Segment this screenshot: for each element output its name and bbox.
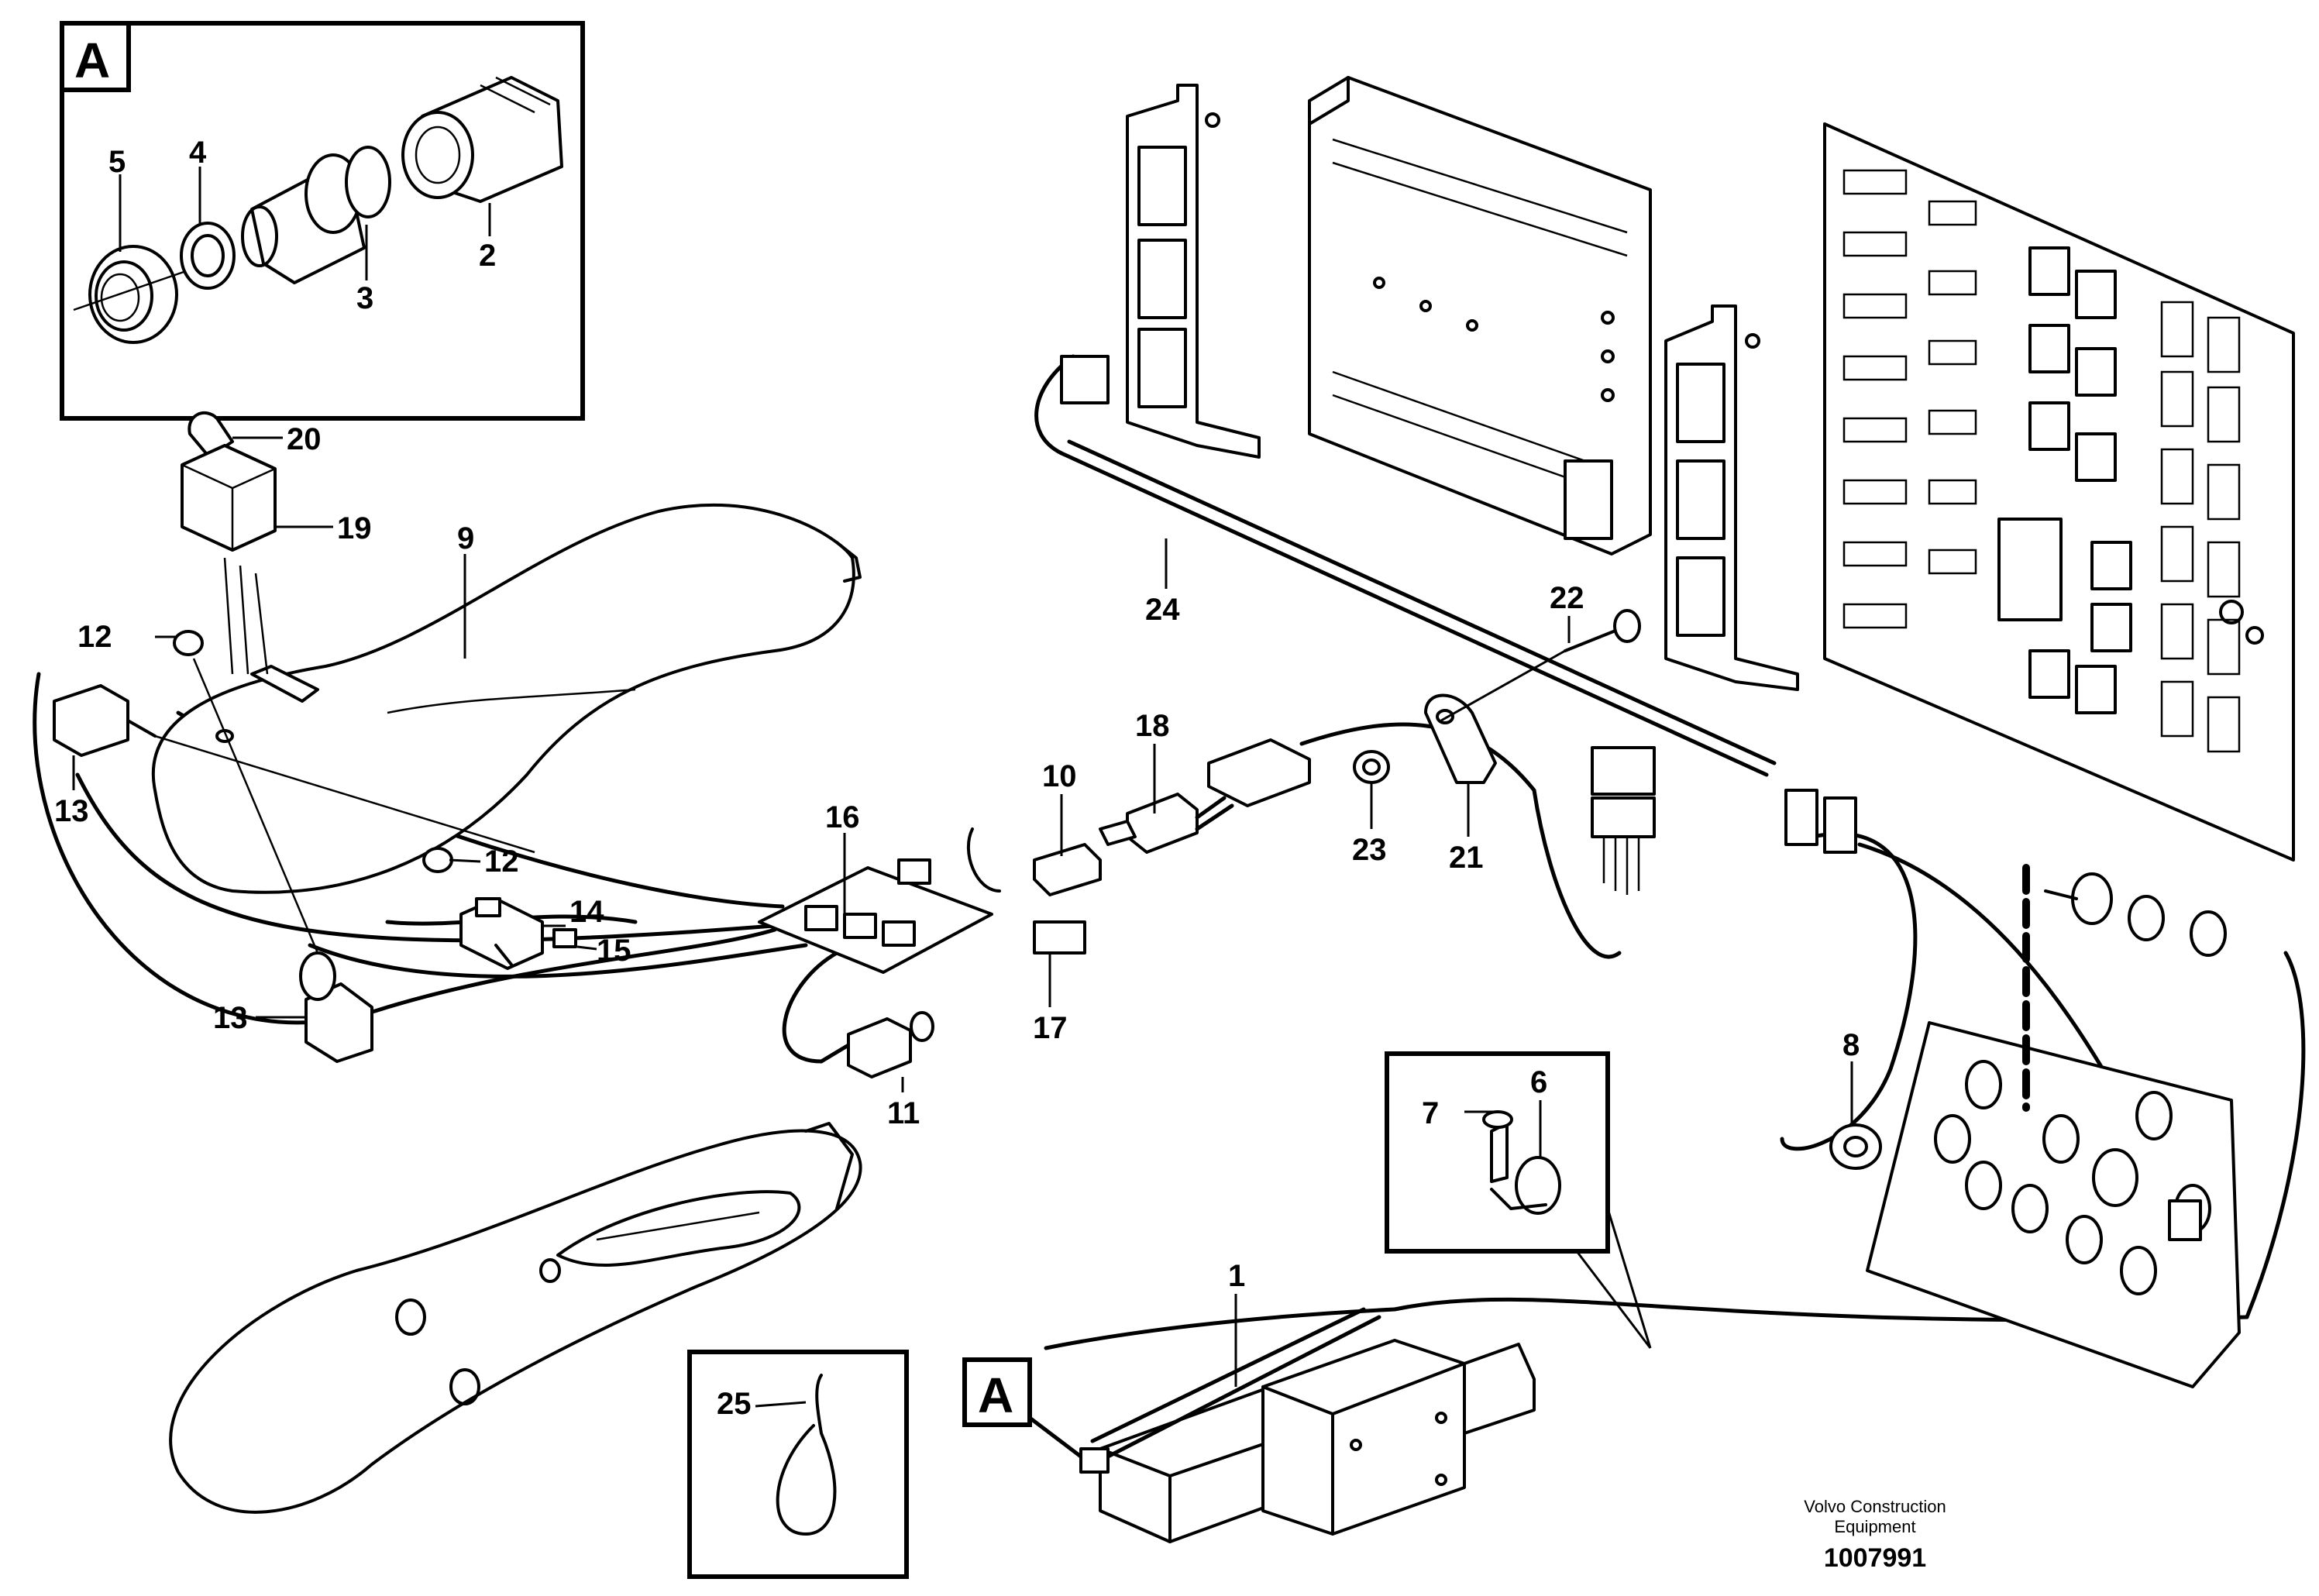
bolt-part-22 [1440,609,1641,722]
callout-15: 15 [597,934,631,968]
inset-a-marker-letter: A [978,1367,1013,1423]
callout-6: 6 [1530,1065,1547,1099]
switch-body-part-19 [181,444,277,552]
brand-line-1: Volvo Construction [1804,1497,1946,1516]
callout-2: 2 [479,239,496,273]
nut-part-23 [1353,750,1390,784]
armrest-base [169,1122,862,1514]
callout-12-upper: 12 [77,620,112,654]
callout-8: 8 [1842,1028,1860,1062]
callout-3: 3 [356,281,373,315]
plug-part-11 [847,1011,934,1078]
connector-part-2 [401,76,563,203]
cap-part-12-upper [173,630,204,656]
connector-part-18 [1099,738,1311,854]
inset-cable-tie [687,1350,909,1579]
brand-line-2: Equipment [1834,1517,1915,1536]
callout-22: 22 [1550,581,1584,615]
callout-labels: 20 19 9 12 13 12 14 15 13 16 10 18 17 11… [54,422,1860,1421]
relay-bracket-right [1664,304,1799,691]
gland-fittings [2044,872,2227,957]
cable-tie-part-25 [776,1374,837,1536]
rocker-switch-part-14 [459,897,544,970]
fitting-part-3 [241,146,391,284]
callout-13-lower: 13 [213,1001,248,1035]
leader-lines [72,436,1853,1408]
washer-part-4 [180,222,236,290]
terminal-board-part-16 [758,858,993,974]
callout-25: 25 [717,1387,752,1421]
callout-1: 1 [1228,1259,1245,1293]
callout-23: 23 [1352,833,1387,867]
control-unit-box [1308,76,1652,556]
callout-14: 14 [569,895,604,929]
callout-18: 18 [1135,709,1170,743]
dash-panel [1866,1021,2241,1388]
relay-bracket-left [1126,84,1261,459]
circuit-board [1823,122,2295,862]
plug-part-17 [1033,920,1086,955]
inset-a-detail: A 5 4 [60,21,585,421]
armrest-console-part-9 [151,503,862,894]
callout-21: 21 [1449,841,1484,875]
nut-part-8 [1829,1123,1882,1170]
cable-tie [967,827,1001,893]
callout-11: 11 [887,1096,920,1130]
drawing-number: 1007991 [1824,1543,1926,1573]
sensor-part-13-lower [192,658,373,1063]
callout-16: 16 [825,800,860,834]
wire-24-connector [1784,789,1857,854]
nut-part-5 [73,245,187,344]
callout-13-upper: 13 [54,794,89,828]
callout-12-lower: 12 [484,844,519,879]
connector-stack [1591,746,1656,895]
callout-20: 20 [287,422,322,456]
callout-4: 4 [189,136,207,170]
callout-17: 17 [1033,1011,1068,1045]
callout-5: 5 [108,145,126,179]
harness-assembly-part-1 [1079,1307,1536,1543]
callout-19: 19 [337,511,372,545]
inset-a-marker-box [962,1357,1032,1427]
small-part-15 [552,928,577,948]
cap-part-12-lower [422,847,453,873]
sensor-part-13-upper [53,684,535,854]
callout-7: 7 [1422,1096,1439,1130]
clip-part-21 [1424,693,1497,784]
connector-part-10 [1033,843,1102,896]
publisher-footer: Volvo Construction Equipment 1007991 [1804,1497,1946,1573]
callout-9: 9 [457,521,474,556]
callout-10: 10 [1042,759,1077,793]
inset-a-letter: A [74,33,110,88]
inset-bolt-clamp [1385,1051,1610,1254]
callout-24: 24 [1145,593,1180,627]
